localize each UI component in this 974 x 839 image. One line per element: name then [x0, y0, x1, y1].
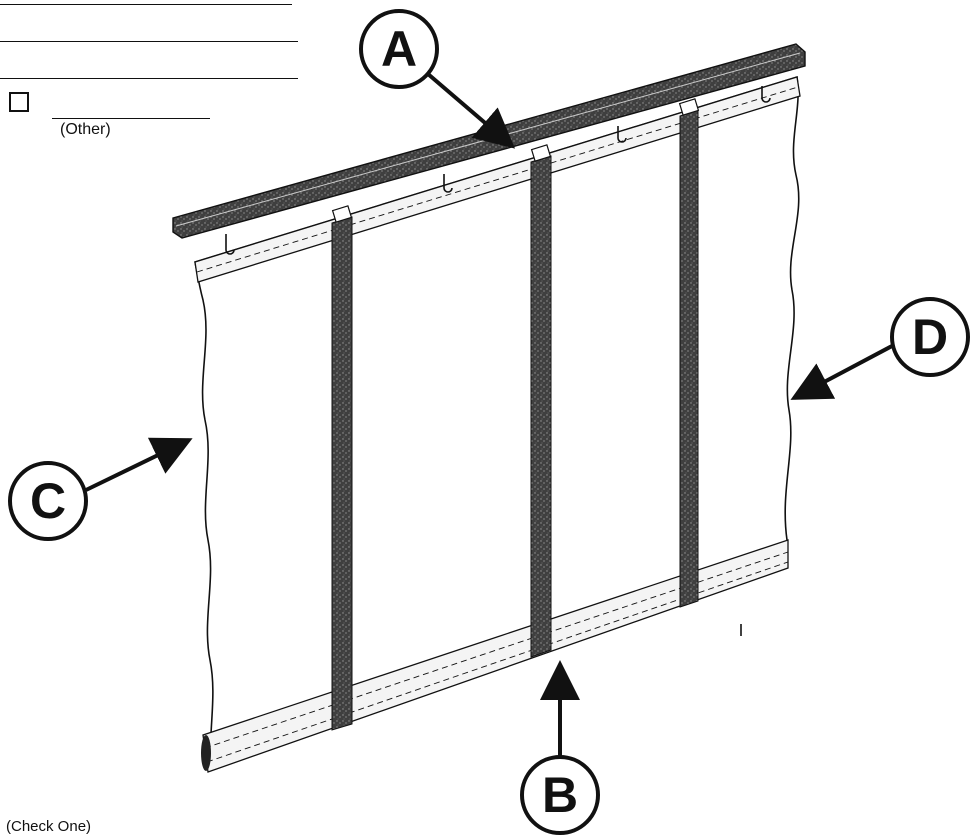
callout-a-arrow [426, 72, 516, 149]
callout-b: B [520, 660, 600, 835]
strap-2 [530, 155, 552, 658]
curtain-hooks [225, 86, 771, 255]
hook-3 [617, 126, 627, 143]
other-label: (Other) [60, 121, 111, 138]
callout-c-arrow [85, 437, 193, 492]
strap-buckle-2 [530, 144, 552, 162]
strap-buckle-1 [331, 205, 353, 223]
callout-c-letter: C [30, 473, 66, 529]
hook-1 [225, 234, 235, 255]
callout-d-letter: D [912, 309, 948, 365]
callout-c: C [8, 437, 193, 541]
callout-a-letter: A [381, 21, 417, 77]
hem-rolled-end [201, 735, 211, 771]
callout-d-arrow [790, 344, 893, 400]
other-checkbox[interactable] [9, 92, 29, 112]
check-one-label: (Check One) [6, 818, 92, 835]
callout-d: D [790, 297, 970, 400]
other-entry-line [52, 118, 210, 119]
hook-4 [761, 86, 771, 103]
form-line-1 [0, 4, 292, 5]
strap-3 [679, 109, 699, 608]
callout-a: A [359, 9, 516, 149]
form-line-3 [0, 78, 298, 79]
strap-1 [331, 216, 353, 731]
callout-b-letter: B [542, 767, 578, 823]
form-line-2 [0, 41, 298, 42]
hook-2 [443, 174, 453, 193]
strap-buckle-3 [678, 98, 700, 116]
